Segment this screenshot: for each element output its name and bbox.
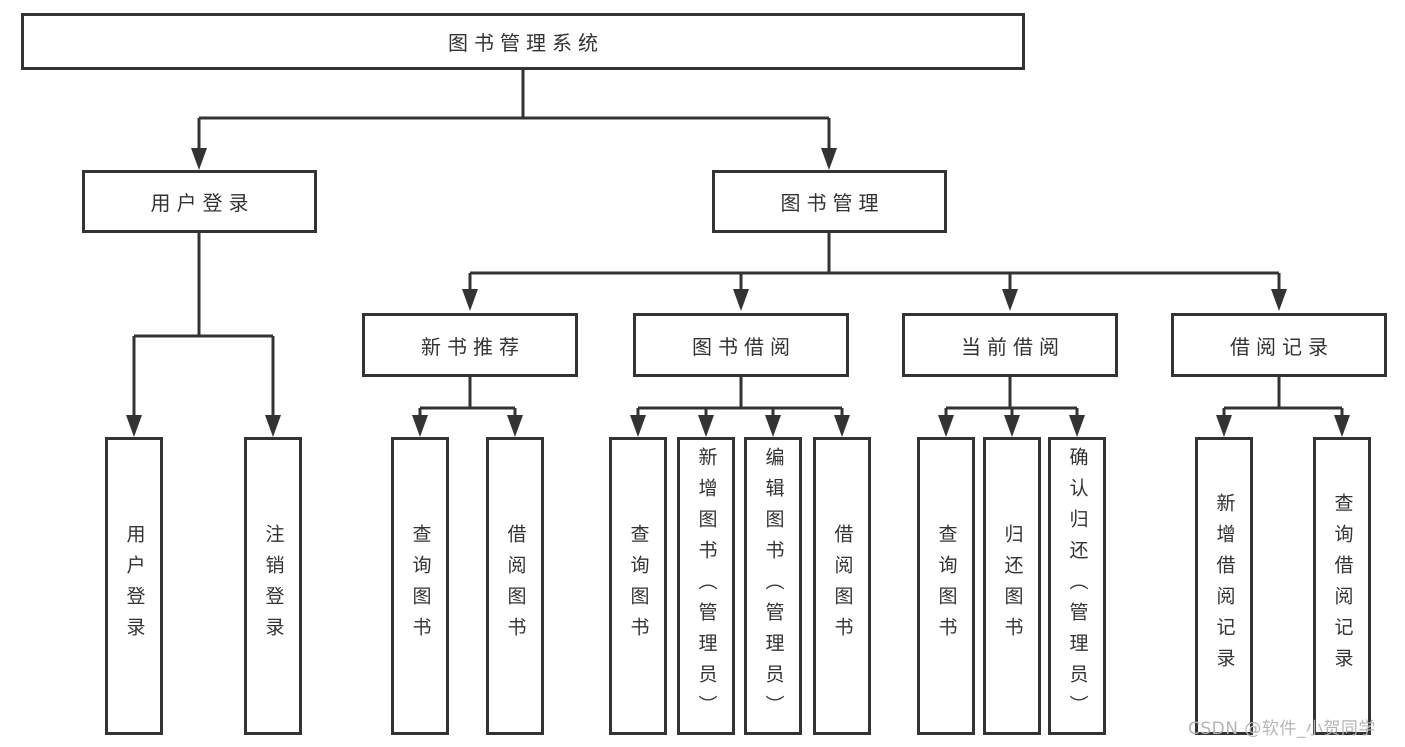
leaf-logout-login: 注销登录 [244, 437, 302, 735]
leaf-query-books-borrow: 查询图书 [609, 437, 667, 735]
node-label: 图书管理系统 [448, 31, 604, 55]
node-label: 注销登录 [262, 524, 285, 648]
node-label: 查询借阅记录 [1331, 493, 1354, 679]
leaf-user-login: 用户登录 [105, 437, 163, 735]
leaf-return-book: 归还图书 [983, 437, 1041, 735]
node-label: 新书推荐 [421, 334, 525, 359]
node-label: 借阅图书 [831, 524, 854, 648]
node-current-borrow: 当前借阅 [902, 313, 1118, 377]
node-label: 图书借阅 [692, 334, 796, 359]
node-label: 用户登录 [150, 191, 255, 215]
node-user-login: 用户登录 [82, 170, 317, 233]
node-book-management: 图书管理 [712, 170, 947, 233]
node-label: 编辑图书（管理员） [762, 446, 785, 726]
csdn-watermark: CSDN @软件_小贺同学 [1188, 719, 1376, 739]
node-label: 确认归还（管理员） [1066, 446, 1089, 726]
connector-user-login-to-leaves [126, 233, 281, 437]
node-new-book-recommend: 新书推荐 [362, 313, 578, 377]
node-label: 新增借阅记录 [1213, 493, 1236, 679]
node-label: 归还图书 [1001, 524, 1024, 648]
node-root-system: 图书管理系统 [21, 13, 1025, 70]
connector-new-book-recommend-to-leaves [412, 377, 523, 437]
node-label: 借阅记录 [1230, 334, 1334, 359]
node-book-borrow: 图书借阅 [633, 313, 849, 377]
leaf-confirm-return-admin: 确认归还（管理员） [1048, 437, 1106, 735]
leaf-borrow-books-recommend: 借阅图书 [486, 437, 544, 735]
leaf-query-books-current: 查询图书 [917, 437, 975, 735]
node-label: 用户登录 [123, 524, 146, 648]
leaf-query-books-recommend: 查询图书 [391, 437, 449, 735]
node-label: 当前借阅 [961, 334, 1065, 359]
connector-book-borrow-to-leaves [630, 377, 850, 437]
leaf-add-borrow-record: 新增借阅记录 [1195, 437, 1253, 735]
connector-borrow-records-to-leaves [1216, 377, 1350, 437]
leaf-edit-book-admin: 编辑图书（管理员） [744, 437, 802, 735]
connector-current-borrow-to-leaves [938, 377, 1085, 437]
node-borrow-records: 借阅记录 [1171, 313, 1387, 377]
node-label: 查询图书 [409, 524, 432, 648]
node-label: 查询图书 [935, 524, 958, 648]
connector-root-to-level2 [191, 70, 837, 170]
leaf-borrow-books: 借阅图书 [813, 437, 871, 735]
node-label: 查询图书 [627, 524, 650, 648]
node-label: 借阅图书 [504, 524, 527, 648]
leaf-add-book-admin: 新增图书（管理员） [677, 437, 735, 735]
leaf-query-borrow-record: 查询借阅记录 [1313, 437, 1371, 735]
node-label: 图书管理 [780, 191, 885, 215]
node-label: 新增图书（管理员） [695, 446, 718, 726]
connector-book-management-to-level3 [462, 233, 1287, 311]
